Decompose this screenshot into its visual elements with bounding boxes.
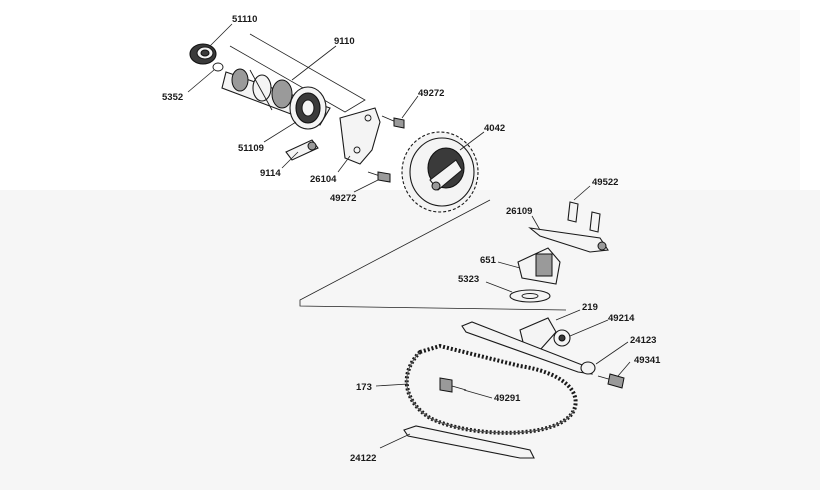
label-51110: 51110 [232, 14, 257, 25]
part-9114-pin [285, 139, 319, 161]
part-49272-bolt-bottom [367, 171, 391, 183]
label-49214: 49214 [608, 313, 635, 324]
part-24122-chain-guide-lower [403, 425, 535, 459]
label-51109: 51109 [238, 143, 264, 154]
label-49341: 49341 [634, 355, 661, 366]
scan-shading [0, 190, 820, 490]
part-chain-guide-upper [461, 321, 593, 375]
part-173-timing-chain [404, 343, 578, 435]
label-26104: 26104 [310, 174, 337, 185]
label-49272-top: 49272 [418, 88, 444, 99]
leader-lines [187, 23, 631, 449]
label-173: 173 [356, 382, 372, 393]
label-219: 219 [582, 302, 598, 313]
scan-shading-top [470, 10, 800, 190]
part-26104-plate [339, 107, 381, 165]
part-5352-ring [212, 62, 224, 72]
label-49522: 49522 [592, 177, 618, 188]
chain-group-line [299, 199, 567, 311]
part-4042-cam-sprocket [401, 131, 479, 213]
label-9110: 9110 [334, 36, 355, 47]
part-49291-bolt [439, 377, 467, 393]
part-24123-collar [580, 361, 596, 375]
part-49522-bolts [567, 201, 601, 233]
label-49291: 49291 [494, 393, 521, 404]
part-5323-gasket [509, 289, 551, 303]
label-5323: 5323 [458, 274, 479, 285]
part-49272-bolt-top [381, 115, 405, 129]
label-24122: 24122 [350, 453, 376, 464]
label-4042: 4042 [484, 123, 505, 134]
label-651: 651 [480, 255, 497, 266]
label-26109: 26109 [506, 206, 532, 217]
part-651-tensioner [517, 247, 561, 285]
part-26109-tensioner [528, 227, 609, 253]
part-49341-bolt [597, 373, 625, 389]
part-51110-bearing [189, 43, 217, 65]
assembly-bracket [229, 33, 366, 113]
label-49272-bottom: 49272 [330, 193, 356, 204]
label-24123: 24123 [630, 335, 656, 346]
label-5352: 5352 [162, 92, 183, 103]
label-9114: 9114 [260, 168, 281, 179]
part-49214-spacer [553, 329, 571, 347]
part-51109-bearing [289, 86, 327, 130]
